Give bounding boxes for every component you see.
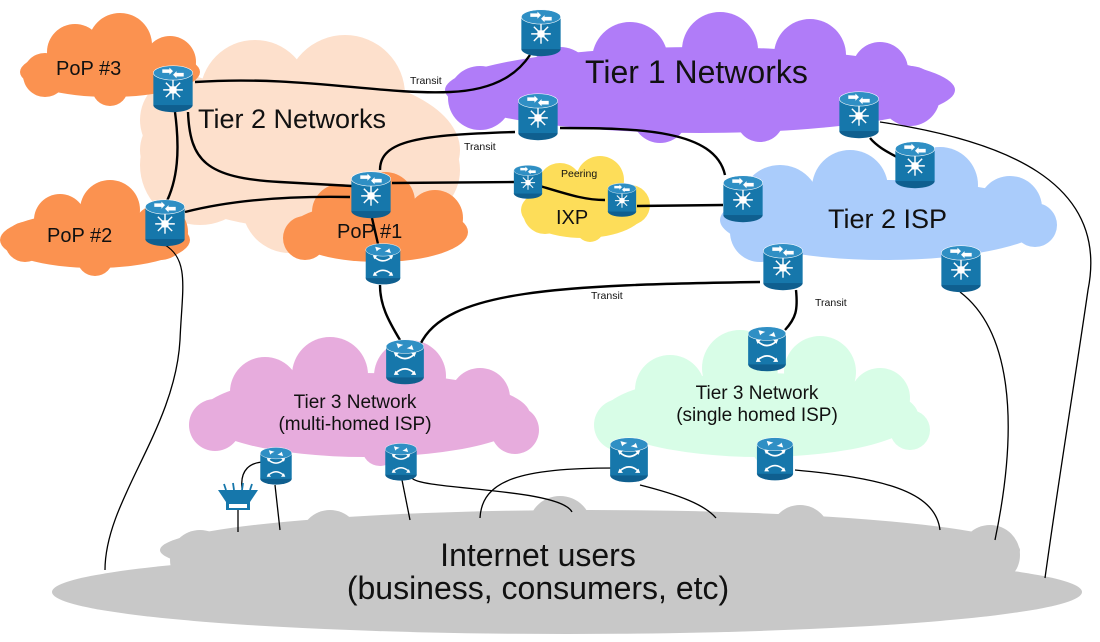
ixp-right-router[interactable] [607,182,637,218]
tier3-multi-left-switch[interactable] [259,446,293,486]
pop1-router[interactable] [350,171,392,219]
tier3-single-label-line1: Tier 3 Network [696,383,819,404]
pop2-cloud [0,180,190,276]
tier1-right-router[interactable] [838,91,880,139]
tier3-multi-right-switch[interactable] [384,442,418,482]
tier2-isp-bottom-router[interactable] [762,243,804,291]
pop2-label: PoP #2 [47,225,112,247]
transit-label-pop3: Transit [410,75,442,87]
tier3-multihomed-cloud [189,337,539,466]
tier2-isp-left-router[interactable] [722,175,764,223]
tier3-single-right-switch[interactable] [755,436,795,482]
tier2-networks-label: Tier 2 Networks [198,104,386,134]
tier3-single-label-line2: (single homed ISP) [676,405,838,426]
link-labels: Transit Transit Transit Transit [410,75,847,309]
tier1-networks-cloud [445,12,955,143]
ixp-left-router[interactable] [513,164,543,200]
pop2-router[interactable] [144,199,186,247]
transit-label-mid: Transit [591,290,623,302]
internet-users-cloud [52,496,1082,634]
tier2-isp-label: Tier 2 ISP [828,204,947,234]
tier3-single-left-switch[interactable] [609,436,649,484]
pop1-switch[interactable] [364,242,402,286]
tier3-multi-label-line1: Tier 3 Network [294,392,417,413]
tier2-isp-right-router[interactable] [940,245,982,293]
pop3-label: PoP #3 [56,58,121,80]
tier3-multi-top-switch[interactable] [385,338,425,386]
internet-users-label-line1: Internet users [440,537,636,573]
transit-label-right: Transit [815,297,847,309]
tier2-isp-top-router[interactable] [894,141,936,189]
tier1-label: Tier 1 Networks [585,54,808,90]
wireless-access-point-icon[interactable] [218,482,258,510]
ixp-label: IXP [556,207,588,229]
tier1-middle-router[interactable] [517,93,559,141]
network-links [104,54,1092,579]
internet-users-label-line2: (business, consumers, etc) [347,570,729,606]
ixp-peering-label: Peering [561,168,597,180]
cloud-labels: Tier 1 Networks Tier 2 Networks PoP #3 P… [47,54,947,606]
pop1-label: PoP #1 [337,221,402,243]
tier2-isp-cloud [720,147,1057,262]
transit-label-tier1: Transit [464,141,496,153]
tier2-networks-cloud [140,35,460,253]
tier1-top-router[interactable] [520,9,562,57]
tier3-multi-label-line2: (multi-homed ISP) [278,414,431,435]
devices [144,9,982,510]
tier3-single-top-switch[interactable] [747,325,787,373]
pop3-cloud [20,13,200,106]
pop3-router[interactable] [152,65,194,113]
